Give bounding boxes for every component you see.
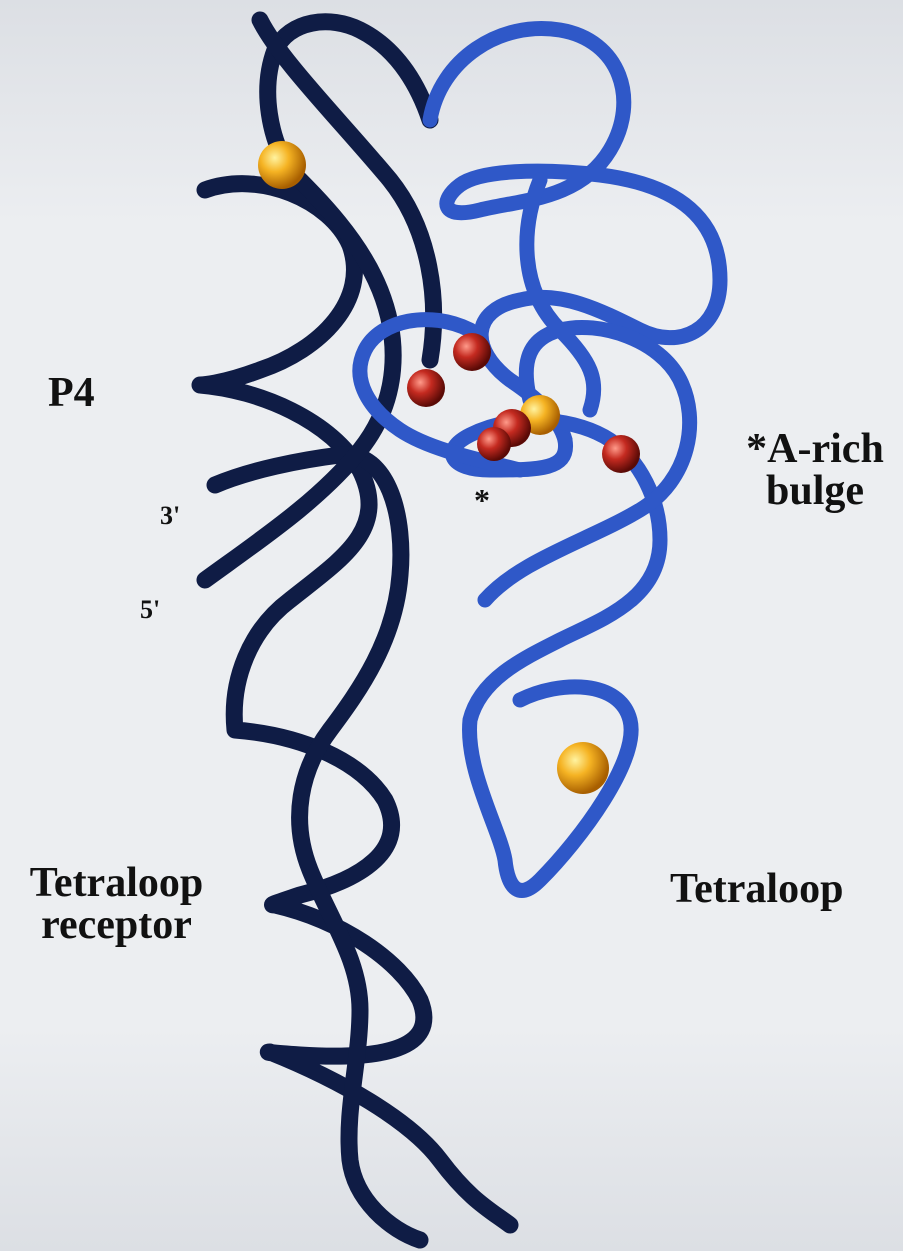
red-ion-2 xyxy=(407,369,445,407)
orange-ion-bottom xyxy=(557,742,609,794)
three-prime-label: 3' xyxy=(160,503,180,529)
tetraloop-label: Tetraloop xyxy=(670,868,843,910)
five-prime-label: 5' xyxy=(140,597,160,623)
red-ion-1 xyxy=(453,333,491,371)
a-rich-label-line2: bulge xyxy=(730,470,900,512)
red-ion-5 xyxy=(602,435,640,473)
p4-label: P4 xyxy=(48,372,95,414)
tetraloop-receptor-line2: receptor xyxy=(4,904,229,946)
asterisk-marker: * xyxy=(474,484,490,516)
tetraloop-receptor-line1: Tetraloop xyxy=(4,862,229,904)
a-rich-bulge-label: *A-rich bulge xyxy=(730,428,900,512)
red-ion-4 xyxy=(477,427,511,461)
orange-ion-top xyxy=(258,141,306,189)
a-rich-label-line1: *A-rich xyxy=(730,428,900,470)
tetraloop-receptor-label: Tetraloop receptor xyxy=(4,862,229,946)
